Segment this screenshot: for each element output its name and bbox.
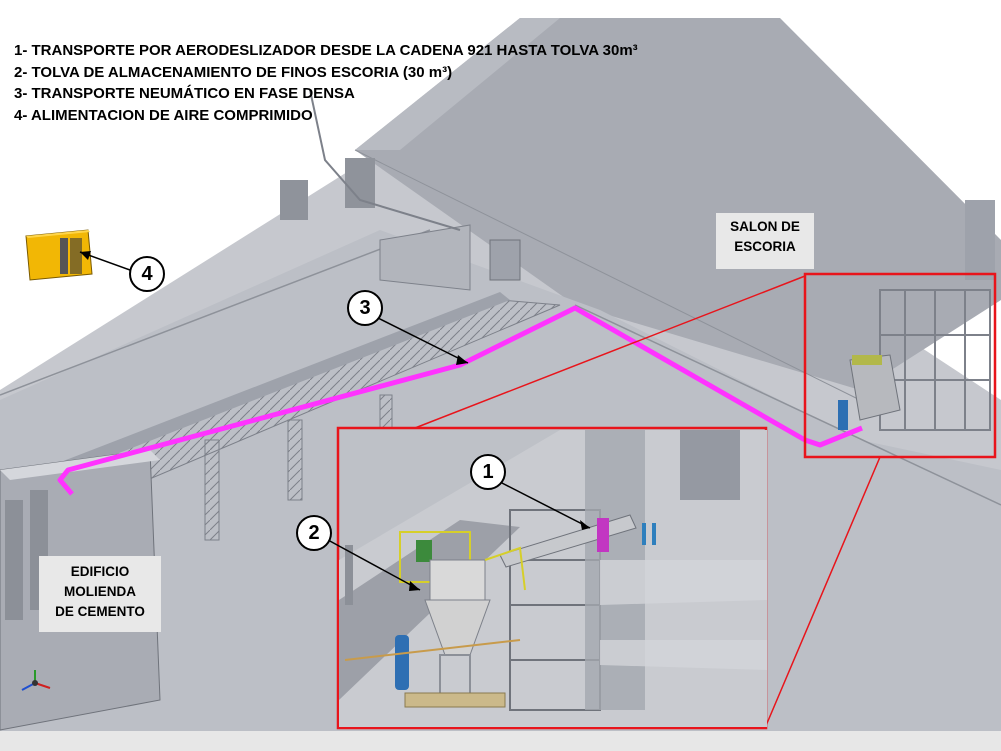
callout-1: 1 [470, 454, 506, 490]
air-compressor [25, 229, 93, 281]
zoom-line-bottom [764, 456, 881, 729]
pneumatic-pipeline [57, 305, 863, 496]
salon-label-line2: ESCORIA [734, 239, 796, 254]
legend-item-3: 3- TRANSPORTE NEUMÁTICO EN FASE DENSA [14, 85, 355, 102]
callout-3: 3 [347, 290, 383, 326]
legend: 1- TRANSPORTE POR AERODESLIZADOR DESDE L… [14, 40, 638, 126]
conveyor-gallery [38, 89, 561, 541]
detail-inset [336, 426, 768, 730]
legend-item-2: 2- TOLVA DE ALMACENAMIENTO DE FINOS ESCO… [14, 63, 453, 81]
zoom-line-left [414, 275, 806, 429]
highlight-frame [803, 272, 997, 459]
salon-escoria-label: SALON DE ESCORIA [716, 213, 814, 269]
edificio-label-line2: MOLIENDA [64, 584, 136, 599]
axis-triad-icon [21, 670, 51, 691]
salon-escoria-structure [838, 200, 995, 431]
callout-2: 2 [296, 515, 332, 551]
callout-4: 4 [129, 256, 165, 292]
salon-label-line1: SALON DE [730, 219, 800, 234]
edificio-molienda-label: EDIFICIO MOLIENDA DE CEMENTO [39, 556, 161, 632]
edificio-label-line1: EDIFICIO [70, 564, 130, 579]
legend-item-1: 1- TRANSPORTE POR AERODESLIZADOR DESDE L… [14, 42, 638, 59]
pointer-1 [499, 481, 591, 529]
edificio-label-line3: DE CEMENTO [55, 604, 145, 619]
footer-bar [0, 731, 1001, 751]
legend-item-4: 4- ALIMENTACION DE AIRE COMPRIMIDO [14, 106, 313, 124]
pointer-2 [327, 539, 421, 591]
pointer-3 [377, 317, 469, 364]
